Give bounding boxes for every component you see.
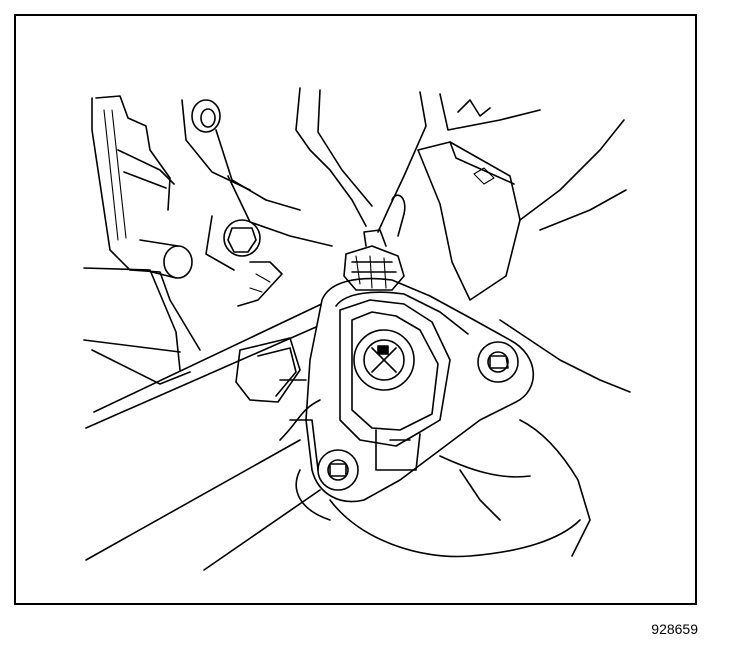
hand xyxy=(279,399,591,558)
bolt-left xyxy=(205,215,283,307)
right-housing xyxy=(417,119,631,393)
throttle-position-sensor xyxy=(279,277,535,503)
left-bracket xyxy=(83,95,201,385)
upper-hoses xyxy=(227,87,541,247)
mounting-nut-top xyxy=(181,99,301,211)
figure-frame xyxy=(14,14,697,605)
figure-number: 928659 xyxy=(651,621,698,637)
sensor-connector xyxy=(343,229,405,291)
tool-bar xyxy=(85,299,333,571)
